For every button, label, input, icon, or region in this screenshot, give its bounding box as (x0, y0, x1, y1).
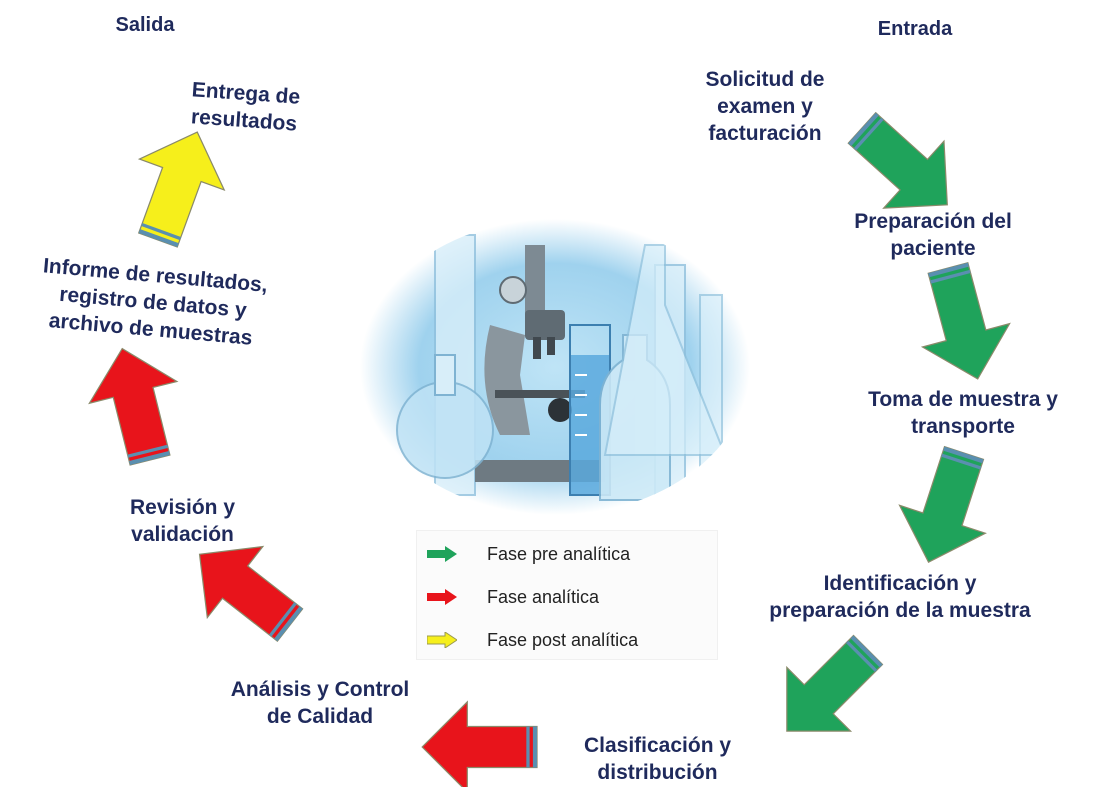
arrow-request-to-patient (831, 93, 979, 239)
step-classification-label: Clasificación y distribución (583, 734, 732, 784)
legend-item-post: Fase post analítica (417, 627, 638, 653)
laboratory-illustration (360, 219, 750, 515)
legend-label: Fase post analítica (487, 629, 639, 650)
yellow-arrow-icon (427, 632, 457, 648)
arrow-sampling-to-identification (885, 438, 1008, 577)
legend-item-pre: Fase pre analítica (417, 541, 630, 567)
green-arrow-icon (427, 546, 457, 562)
arrow-report-to-delivery (115, 116, 241, 257)
output-header: Salida (115, 14, 175, 36)
arrow-patient-to-sampling (903, 255, 1022, 392)
arrow-classification-to-analysis (421, 701, 538, 787)
red-arrow-icon (427, 589, 457, 605)
arrow-review-to-report (77, 337, 195, 472)
arrow-analysis-to-review (171, 518, 319, 662)
legend-label: Fase pre analítica (487, 543, 631, 564)
step-sampling-label: Toma de muestra y transporte (868, 388, 1058, 438)
step-analysis-label: Análisis y Control de Calidad (230, 678, 410, 728)
step-request-label: Solicitud de examen y facturación (705, 68, 825, 145)
arrow-identification-to-classification (754, 617, 901, 764)
step-review-label: Revisión y validación (129, 496, 236, 546)
step-patient-prep-label: Preparación del paciente (854, 210, 1012, 260)
legend-item-analytic: Fase analítica (417, 584, 599, 610)
step-identification-label: Identificación y preparación de la muest… (769, 572, 1031, 622)
phase-legend: Fase pre analítica Fase analítica Fase p… (416, 530, 718, 660)
legend-label: Fase analítica (487, 586, 600, 607)
input-header: Entrada (877, 18, 953, 40)
